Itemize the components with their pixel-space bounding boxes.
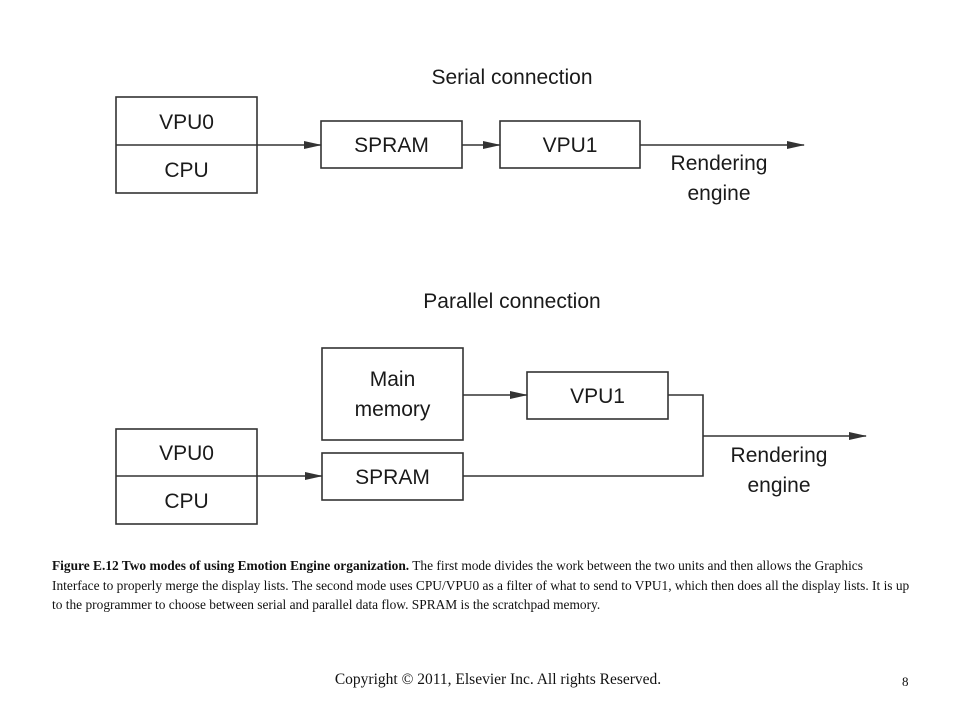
serial-rendering-engine-line1: Rendering	[671, 152, 768, 175]
page-number: 8	[902, 674, 909, 689]
copyright-footer: Copyright © 2011, Elsevier Inc. All righ…	[334, 671, 662, 688]
serial-vpu0-label: VPU0	[159, 111, 214, 134]
serial-spram-label: SPRAM	[354, 134, 429, 157]
serial-rendering-engine-line2: engine	[687, 182, 750, 205]
parallel-connection-title: Parallel connection	[423, 290, 600, 313]
parallel-main-memory-line2: memory	[355, 398, 431, 421]
figure-caption-lead: Figure E.12 Two modes of using Emotion E…	[52, 558, 410, 573]
parallel-main-memory-line1: Main	[370, 368, 416, 391]
serial-cpu-label: CPU	[164, 159, 208, 182]
parallel-vpu1-to-merge-line	[668, 394, 704, 436]
parallel-rendering-engine-line1: Rendering	[731, 444, 828, 467]
parallel-rendering-engine-line2: engine	[747, 474, 810, 497]
parallel-spram-label: SPRAM	[355, 466, 430, 489]
figure-caption: Figure E.12 Two modes of using Emotion E…	[52, 556, 912, 615]
serial-connection-title: Serial connection	[431, 66, 592, 89]
parallel-spram-to-merge-line	[463, 436, 704, 477]
parallel-vpu1-label: VPU1	[570, 385, 625, 408]
figure-caption-body: The first mode divides the work between …	[52, 558, 910, 612]
parallel-main-memory-box	[321, 347, 464, 441]
parallel-cpu-label: CPU	[164, 490, 208, 513]
serial-vpu1-label: VPU1	[543, 134, 598, 157]
parallel-vpu0-label: VPU0	[159, 442, 214, 465]
